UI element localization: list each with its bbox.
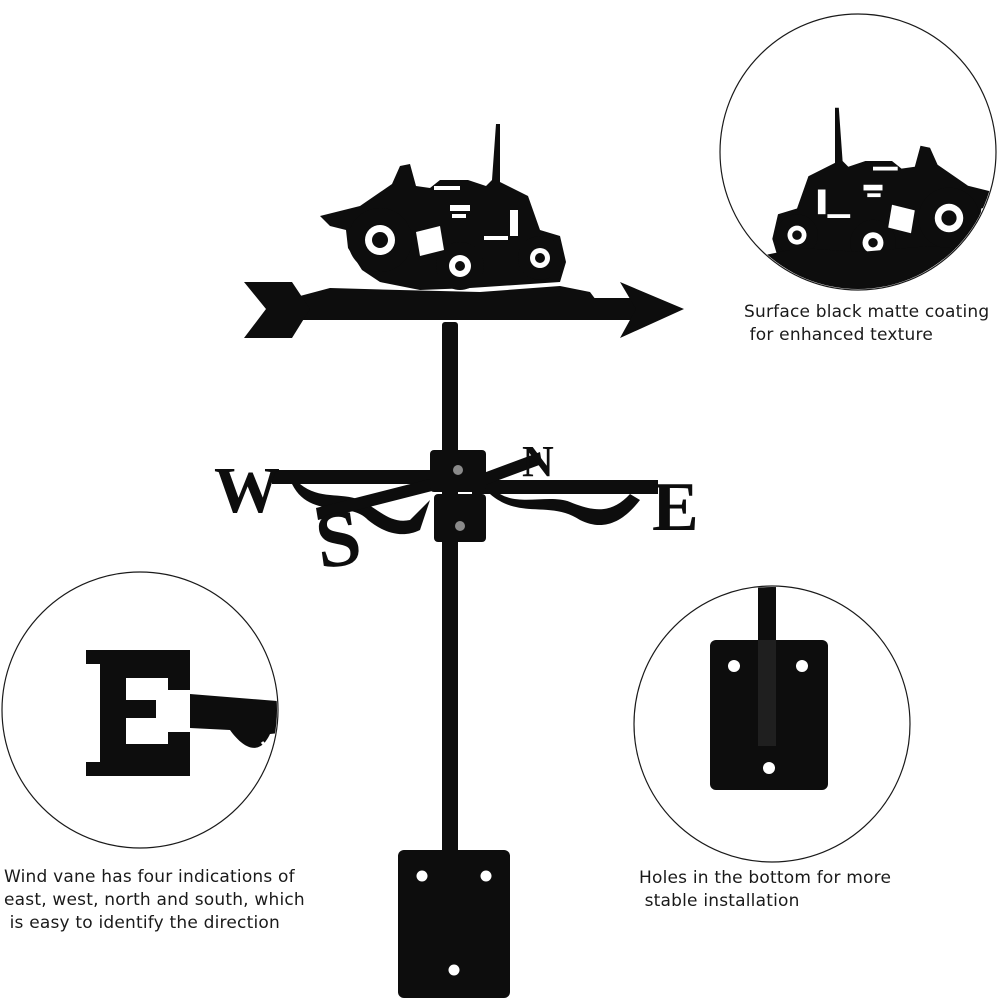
tractor-icon — [320, 124, 566, 290]
caption-line: is easy to identify the direction — [4, 913, 280, 933]
caption-line: stable installation — [639, 891, 800, 911]
caption-line: for enhanced texture — [744, 325, 933, 345]
compass-arms — [272, 452, 658, 535]
weather-vane: W E N S — [214, 124, 699, 998]
detail-circle-coating — [719, 13, 997, 291]
detail-letter-e — [86, 650, 190, 776]
caption-line: Surface black matte coating — [744, 302, 990, 322]
detail-circle-letter — [1, 571, 279, 849]
compass-letter-west: W — [214, 454, 280, 527]
mounting-hole — [480, 870, 492, 882]
detail-circle-base — [633, 585, 911, 863]
mounting-plate — [398, 850, 510, 998]
compass-letter-north: N — [522, 437, 554, 486]
compass-letter-east: E — [652, 469, 699, 546]
caption-line: Holes in the bottom for more — [639, 868, 892, 888]
caption-directions: Wind vane has four indications of east, … — [4, 866, 305, 935]
caption-line: east, west, north and south, which — [4, 890, 305, 910]
mounting-hole — [728, 660, 740, 672]
mounting-hole — [796, 660, 808, 672]
mounting-hole — [416, 870, 428, 882]
caption-line: Wind vane has four indications of — [4, 867, 295, 887]
vane-pole — [442, 322, 458, 862]
mounting-hole — [763, 762, 775, 774]
caption-installation: Holes in the bottom for more stable inst… — [639, 867, 891, 913]
compass-bracket-bottom — [434, 494, 486, 542]
bolt-icon — [453, 465, 463, 475]
bolt-icon — [455, 521, 465, 531]
vane-ground-strip — [300, 286, 596, 300]
caption-coating: Surface black matte coating for enhanced… — [744, 301, 989, 347]
mounting-hole — [448, 964, 460, 976]
wind-arrow — [244, 282, 684, 338]
